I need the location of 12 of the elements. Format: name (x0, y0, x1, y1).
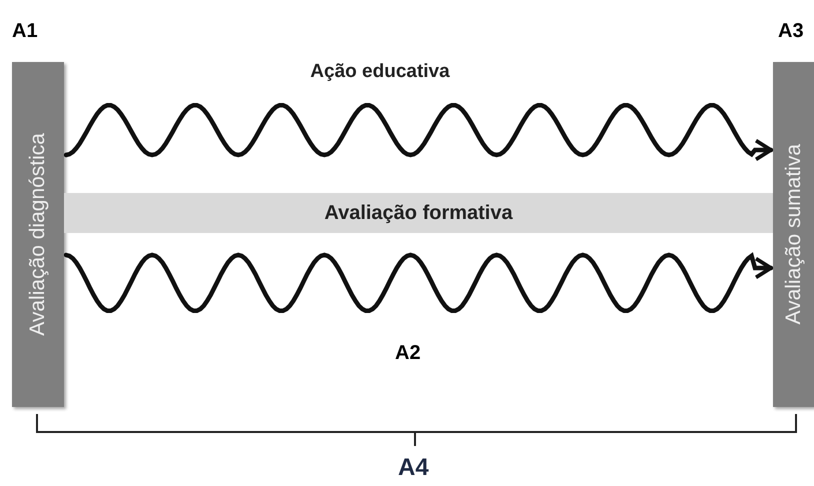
vertical-label: Avaliação diagnóstica (25, 133, 50, 336)
vertical-bar (12, 62, 64, 407)
band-label: Avaliação formativa (324, 201, 513, 226)
callout-label: A4 (398, 453, 429, 483)
vertical-bar (773, 62, 814, 407)
callout-label: A3 (778, 19, 804, 44)
callout-label: A1 (12, 19, 38, 44)
horizontal-band (64, 193, 773, 233)
callout-label: A2 (395, 341, 421, 366)
wavy-arrow (64, 252, 774, 314)
wavy-arrow (64, 102, 774, 162)
vertical-label: Avaliação sumativa (780, 144, 806, 325)
